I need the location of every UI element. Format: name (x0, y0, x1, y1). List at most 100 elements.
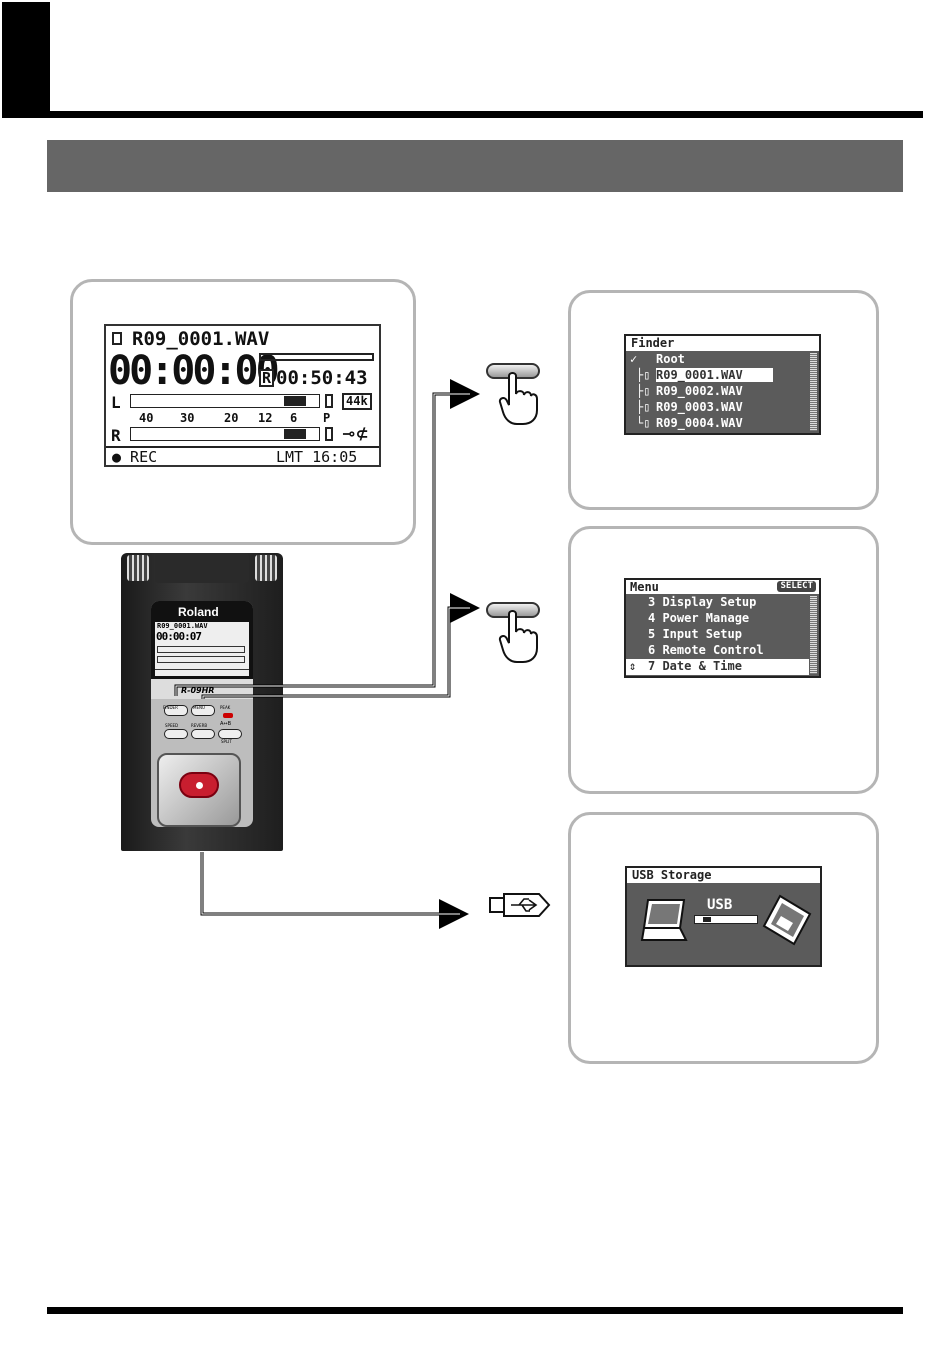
device-screen-file: R09_0001.WAV (157, 622, 208, 630)
finder-label: FINDER (163, 705, 178, 710)
meter-scale: 40 30 20 12 6 P (126, 411, 336, 425)
finder-file-row[interactable]: └▯ R09_0004.WAV (626, 416, 819, 431)
menu-item-label: 4 Power Manage (648, 611, 750, 625)
menu-item[interactable]: 4 Power Manage (626, 611, 819, 627)
menu-title-row: Menu SELECT (626, 580, 819, 594)
finger-press-icon (498, 372, 538, 425)
menu-item[interactable]: 5 Input Setup (626, 627, 819, 643)
finder-file-row[interactable]: ├▯ R09_0002.WAV (626, 384, 819, 399)
usb-title: USB Storage (632, 868, 712, 882)
top-rule (50, 111, 923, 118)
finder-panel: Finder ✓ Root ├▯ R09_0001.WAV ├▯ R09_000… (568, 290, 879, 510)
finder-lcd: Finder ✓ Root ├▯ R09_0001.WAV ├▯ R09_000… (624, 334, 821, 435)
menu-item[interactable]: 6 Remote Control (626, 643, 819, 659)
main-display-panel: R09_0001.WAV 00:00:00 R 00:50:43 L 44k 4… (70, 279, 416, 545)
up-down-arrows-icon: ⇕ (629, 659, 637, 673)
finger-press-icon (498, 610, 538, 663)
usb-plug-icon (489, 893, 551, 917)
finder-file: R09_0004.WAV (656, 416, 743, 430)
select-badge: SELECT (777, 581, 816, 592)
scale-12: 12 (258, 411, 273, 425)
brand-logo: Roland (178, 605, 219, 619)
finder-scrollbar[interactable] (810, 353, 817, 431)
reverb-label: REVERB (191, 723, 208, 728)
finder-button[interactable] (164, 705, 188, 716)
main-time: 00:00:00 (108, 348, 280, 394)
usb-lcd: USB Storage USB (625, 866, 822, 967)
menu-item-label: 6 Remote Control (648, 643, 764, 657)
dpad[interactable] (157, 753, 241, 827)
tree-branch-icon: ├▯ (636, 368, 651, 382)
usb-title-row: USB Storage (627, 868, 820, 883)
remaining-time: 00:50:43 (276, 367, 368, 389)
record-dot-icon (196, 782, 203, 789)
finder-file: R09_0003.WAV (656, 400, 743, 414)
main-lcd: R09_0001.WAV 00:00:00 R 00:50:43 L 44k 4… (104, 324, 381, 467)
tree-branch-icon: └▯ (636, 416, 651, 430)
finder-file-row[interactable]: ├▯ R09_0003.WAV (626, 400, 819, 415)
finder-root-row[interactable]: ✓ Root (626, 352, 819, 367)
menu-item-label: 7 Date & Time (648, 659, 742, 673)
mic-left (127, 555, 149, 581)
recorder-device: Roland R09_0001.WAV 00:00:07 R-09HR FIND… (121, 553, 283, 851)
left-channel-label: L (111, 393, 121, 412)
reverb-button[interactable] (191, 729, 215, 739)
split-label: SPLIT (221, 739, 232, 744)
ab-label: A↔B (220, 721, 232, 727)
speed-button[interactable] (164, 729, 188, 739)
progress-bar (259, 353, 374, 361)
peak-label: PEAK (220, 705, 231, 710)
section-banner (47, 140, 903, 192)
bottom-rule (47, 1307, 903, 1314)
ab-button[interactable] (218, 729, 242, 739)
menu-lcd: Menu SELECT 3 Display Setup 4 Power Mana… (624, 578, 821, 678)
tree-branch-icon: ├▯ (636, 384, 651, 398)
scale-30: 30 (180, 411, 195, 425)
scale-6: 6 (290, 411, 298, 425)
left-meter (130, 394, 320, 408)
computer-icon (640, 899, 688, 941)
usb-progress (694, 915, 758, 924)
menu-button[interactable] (191, 705, 215, 716)
menu-item[interactable]: 3 Display Setup (626, 595, 819, 611)
finder-title-row: Finder (626, 336, 819, 351)
status-bar (106, 446, 379, 448)
right-channel-label: R (111, 426, 121, 445)
remain-mark: R (259, 369, 275, 387)
menu-item-label: 3 Display Setup (648, 595, 757, 609)
menu-item-selected[interactable]: ⇕ 7 Date & Time (626, 659, 809, 675)
file-icon (112, 332, 122, 345)
model-label: R-09HR (181, 686, 215, 695)
device-screen: R09_0001.WAV 00:00:07 (155, 622, 249, 676)
usb-label: USB (707, 897, 733, 913)
device-screen-time: 00:00:07 (156, 630, 202, 643)
tree-branch-icon: ├▯ (636, 400, 651, 414)
finder-title: Finder (631, 336, 675, 350)
right-meter (130, 427, 320, 441)
record-button[interactable] (179, 772, 219, 798)
menu-panel: Menu SELECT 3 Display Setup 4 Power Mana… (568, 526, 879, 794)
power-plug-icon: ⊸⊄ (342, 424, 369, 443)
main-filename: R09_0001.WAV (132, 328, 270, 350)
rec-status: ● REC (112, 448, 158, 466)
left-meter-peak (325, 394, 333, 408)
limit-time: LMT 16:05 (276, 448, 358, 466)
sample-rate-badge: 44k (342, 393, 372, 410)
mic-right (255, 555, 277, 581)
finder-file: R09_0002.WAV (656, 384, 743, 398)
usb-panel: USB Storage USB (568, 812, 879, 1064)
scale-peak: P (323, 411, 331, 425)
usb-connector (200, 852, 469, 929)
finder-file-selected: R09_0001.WAV (656, 368, 773, 382)
menu-label: MENU (193, 705, 205, 710)
speed-label: SPEED (165, 723, 179, 728)
menu-title: Menu (630, 580, 659, 594)
check-icon: ✓ (630, 352, 638, 366)
menu-item-label: 5 Input Setup (648, 627, 742, 641)
scale-40: 40 (139, 411, 154, 425)
chapter-tab (2, 2, 50, 118)
menu-scrollbar[interactable] (810, 596, 817, 674)
memory-card-icon (762, 894, 812, 946)
finder-file-row[interactable]: ├▯ R09_0001.WAV (626, 368, 819, 383)
